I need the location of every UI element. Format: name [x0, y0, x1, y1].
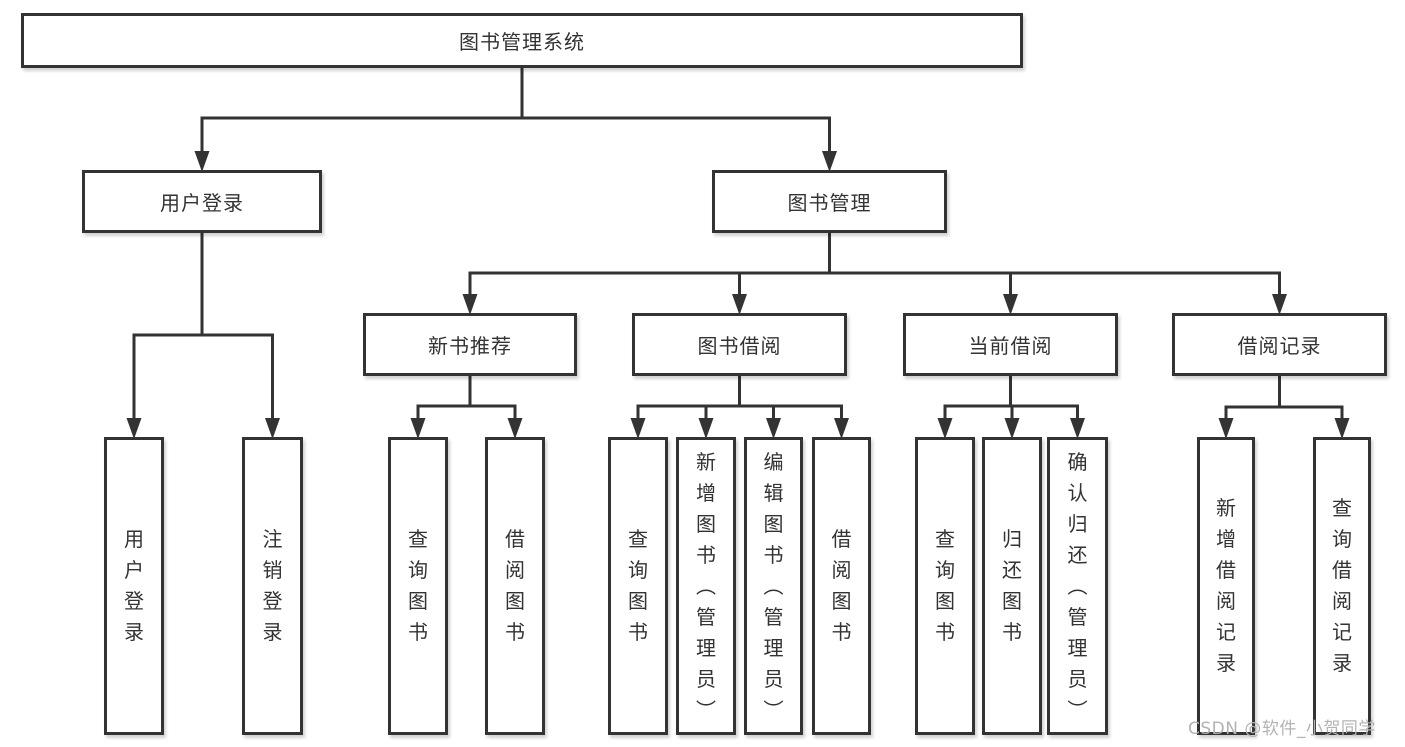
node-logout: 注销登录 — [242, 437, 303, 735]
watermark: CSDN @软件_小贺同学 — [1188, 719, 1376, 739]
node-label: 新增图书︵管理员︶ — [696, 449, 716, 722]
node-label: 新书推荐 — [428, 334, 512, 358]
node-label: 借阅记录 — [1237, 334, 1322, 358]
node-nbr-borrow-book: 借阅图书 — [485, 437, 545, 735]
node-bb-add-book: 新增图书︵管理员︶ — [676, 437, 736, 735]
node-label: 图书借阅 — [697, 334, 782, 358]
node-label: 图书管理系统 — [459, 30, 585, 54]
node-label: 查询借阅记录 — [1332, 496, 1352, 675]
node-nbr-query-book: 查询图书 — [388, 437, 448, 735]
node-label: 编辑图书︵管理员︶ — [763, 449, 784, 722]
node-bb-edit-book: 编辑图书︵管理员︶ — [744, 437, 803, 735]
node-label: 查询图书 — [935, 527, 955, 644]
connector-user-login — [126, 232, 280, 439]
node-new-book-rec: 新书推荐 — [363, 313, 577, 376]
node-login: 用户登录 — [104, 437, 164, 735]
node-label: 用户登录 — [124, 527, 144, 644]
node-label: 新增借阅记录 — [1216, 496, 1236, 675]
node-label: 确认归还︵管理员︶ — [1067, 449, 1088, 722]
node-cb-query-book: 查询图书 — [915, 437, 975, 735]
connector-book-borrow — [630, 375, 849, 439]
node-label: 查询图书 — [628, 527, 648, 644]
node-label: 图书管理 — [787, 191, 872, 215]
node-label: 当前借阅 — [968, 334, 1053, 358]
node-label: 借阅图书 — [831, 527, 852, 644]
node-label: 注销登录 — [262, 527, 283, 644]
node-br-query-record: 查询借阅记录 — [1313, 437, 1371, 735]
node-borrow-record: 借阅记录 — [1172, 313, 1387, 376]
node-book-borrow: 图书借阅 — [632, 313, 847, 376]
node-br-add-record: 新增借阅记录 — [1197, 437, 1255, 735]
node-book-mgmt: 图书管理 — [712, 170, 947, 233]
node-label: 用户登录 — [160, 191, 244, 215]
node-label: 查询图书 — [408, 527, 428, 644]
node-root: 图书管理系统 — [21, 13, 1023, 68]
node-bb-borrow-book: 借阅图书 — [812, 437, 871, 735]
connector-book-mgmt — [462, 232, 1287, 315]
node-current-borrow: 当前借阅 — [903, 313, 1118, 376]
node-cb-confirm-return: 确认归还︵管理员︶ — [1047, 437, 1108, 735]
node-cb-return-book: 归还图书 — [982, 437, 1042, 735]
node-label: 借阅图书 — [505, 527, 525, 644]
node-label: 归还图书 — [1002, 527, 1022, 644]
connector-new-book-rec — [410, 375, 523, 439]
connector-current-borrow — [937, 375, 1085, 439]
node-user-login: 用户登录 — [82, 170, 322, 233]
node-bb-query-book: 查询图书 — [608, 437, 668, 735]
connector-borrow-record — [1218, 375, 1350, 439]
connector-root — [194, 67, 837, 172]
